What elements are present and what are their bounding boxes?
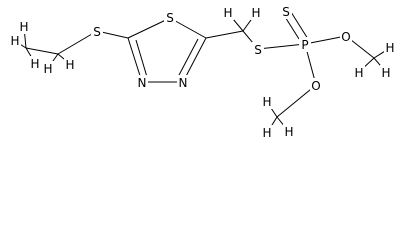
atom-label-s-linker: S <box>254 43 262 57</box>
bond-p-s-double-b <box>290 11 309 40</box>
bond-nright-c2ring-double <box>177 38 199 78</box>
atom-label-h4: H <box>43 62 52 76</box>
atom-label-h-me2-b: H <box>262 126 271 140</box>
atom-label-n-right: N <box>179 76 188 90</box>
bond-c1-c2 <box>25 47 59 55</box>
atom-label-s-double: S <box>282 5 290 19</box>
bond-c2ring-ch2 <box>205 30 244 39</box>
bond-p-oright <box>304 35 347 45</box>
atom-label-h-ch2-a: H <box>223 6 232 20</box>
atom-label-s-ring: S <box>166 11 174 25</box>
structural-formula: H H H H H S S N N H H S P S O O H H H H … <box>9 4 396 140</box>
atom-label-n-left: N <box>138 76 147 90</box>
atom-label-h-me1-c: H <box>385 41 394 55</box>
bond-c5-nleft-double <box>135 39 148 78</box>
atom-label-s-thioether: S <box>93 25 101 39</box>
atom-label-h-me1-b: H <box>381 66 390 80</box>
bond-nright-c2ring <box>182 37 207 83</box>
atom-label-h-ch2-b: H <box>251 6 260 20</box>
atom-label-h-me1-a: H <box>354 66 363 80</box>
atom-label-h5: H <box>65 58 74 72</box>
atom-label-o-down: O <box>311 79 320 93</box>
atom-label-p: P <box>301 38 308 52</box>
bond-odown-cme2 <box>276 84 317 118</box>
label-backgrounds <box>9 4 396 140</box>
atom-label-h2: H <box>19 20 28 34</box>
bond-lines <box>14 11 391 134</box>
atom-label-h-me2-a: H <box>262 95 271 109</box>
atom-labels: H H H H H S S N N H H S P S O O H H H H … <box>10 5 394 140</box>
atom-label-h1: H <box>10 34 19 48</box>
bond-c2-s <box>57 30 98 55</box>
atom-label-h-me2-c: H <box>284 125 293 139</box>
atom-label-o-right: O <box>341 30 350 44</box>
bond-c5-nleft <box>127 37 143 83</box>
bond-slinker-p <box>257 43 306 50</box>
bond-c5-sring <box>127 17 171 39</box>
atom-label-h3: H <box>30 57 39 71</box>
